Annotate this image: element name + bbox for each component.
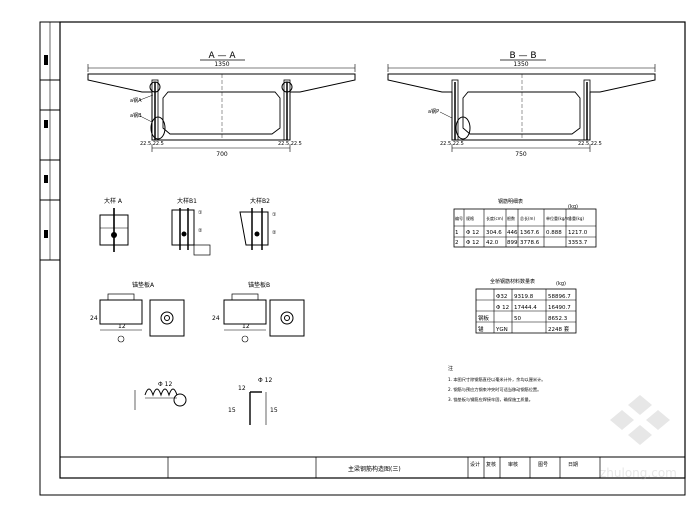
table1-cell: 1217.0 [568,230,588,236]
rebar-table-2: 全桥钢筋材料数量表 (kg) Φ32 9319.8 58896.7 Φ 12 17444… [475,278,577,334]
svg-text:①: ① [272,212,277,218]
svg-text:②: ② [198,228,203,234]
detail-b1-label: 大样B1 [177,197,197,205]
detail-b1: 大样B1 ① ② [171,197,211,256]
table2-cell: 锚 [478,325,484,333]
dim-b-top: 1350 [513,61,528,68]
svg-text:复核: 复核 [486,461,496,468]
table1-header-cell: 编号 [455,215,463,221]
rebar-table-1: 钢筋明细表 (kg) 编号规格 长度(cm)根数总长(m) 单位重(kg/m)总重(… [453,198,597,248]
table1-header-cell: 根数 [507,215,515,221]
table1-cell: 1367.6 [520,230,540,236]
tag-b1: a钢P [428,108,439,115]
tag-a1: a钢A [130,97,142,104]
svg-text:15: 15 [270,407,278,414]
table2-cell: 钢板 [478,314,490,322]
detail-a-label: 大样 A [104,197,123,205]
anchor-block-2: 锚垫板B 12 24 [212,281,305,343]
table2-title: 全桥钢筋材料数量表 [490,278,535,285]
section-a-title: A — A [208,51,236,61]
block1-dim-side: 24 [90,315,98,322]
detail-b2-label: 大样B2 [250,197,270,205]
table1-header-cell: 规格 [466,215,474,221]
svg-text:审核: 审核 [508,461,518,468]
table2-cell: Φ32 [496,294,507,300]
block1-label: 锚垫板A [132,281,155,289]
table1-header-cell: 总长(m) [520,215,535,221]
section-b-b: B — B 1350 a钢P 22.5 22.5 22.5 22.5 750 [387,51,656,158]
notes: 注 1. 本图尺寸除钢筋直径以毫米计外，余均以厘米计。 2. 钢筋与预应力钢束冲突… [448,365,545,403]
section-a-a: A — A 1350 a钢A a钢B 22.5 22.5 22.5 22.5 7… [87,51,356,158]
section-b-title: B — B [509,51,536,61]
svg-text:12: 12 [238,385,246,392]
table2-cell: 17444.4 [514,305,537,311]
title-block: 主梁钢筋构造图(三) 设计 复核 审核 图号 日期 [60,456,685,478]
left-title-strip [40,22,60,261]
table1-cell: 3778.6 [520,240,540,246]
table2-cell: YGN [495,327,508,333]
block2-dim-side: 24 [212,315,220,322]
table1-cell: 42.0 [486,240,499,246]
detail-b2: 大样B2 ① ② [239,197,277,250]
block2-dim: 12 [242,323,250,330]
note-item: 1. 本图尺寸除钢筋直径以毫米计外，余均以厘米计。 [448,376,545,383]
table1-header-cell: 单位重(kg/m) [546,215,572,221]
svg-text:日期: 日期 [568,462,578,468]
table1-cell: 0.888 [546,230,562,236]
table1-header-cell: 长度(cm) [486,215,504,221]
svg-text:15: 15 [228,407,236,414]
table2-cell: 8652.3 [548,316,568,322]
tag-a2: a钢B [130,112,142,119]
straight-rebar: 12 15 15 Φ 12 [228,377,278,425]
svg-text:①: ① [198,210,203,216]
drawing-title: 主梁钢筋构造图(三) [348,465,401,473]
table1-cell: 899 [507,240,518,246]
table2-cell: Φ 12 [496,305,509,311]
block2-label: 锚垫板B [248,281,270,289]
table1-cell: Φ 12 [466,240,479,246]
drawing-frame [59,21,686,479]
svg-text:Φ 12: Φ 12 [158,381,172,388]
dim-a-top: 1350 [214,61,229,68]
table2-cell: 50 [514,316,521,322]
table2-cell: 58896.7 [548,294,571,300]
watermark-logo: zhulong.com [600,395,677,480]
notes-head: 注 [448,365,453,372]
note-item: 3. 锚垫板与钢筋应焊接牢固，确保施工质量。 [448,396,533,403]
table1-cell: 1 [455,230,459,236]
table1-unit: (kg) [568,204,578,210]
svg-text:图号: 图号 [538,462,548,468]
table1-cell: 304.6 [486,230,502,236]
table2-unit: (kg) [556,281,566,287]
dim-a-bottom: 700 [216,151,228,158]
detail-a: 大样 A [99,197,129,252]
svg-text:设计: 设计 [470,461,480,468]
table1-title: 钢筋明细表 [498,198,523,205]
table1-cell: 3353.7 [568,240,588,246]
anchor-block-1: 锚垫板A 12 24 [90,281,185,343]
watermark-text: zhulong.com [600,466,677,480]
table2-cell: 9319.8 [514,294,534,300]
svg-text:②: ② [272,230,277,236]
table2-cell: 16490.7 [548,305,571,311]
note-item: 2. 钢筋与预应力钢束冲突时可适当移动钢筋位置。 [448,386,541,393]
dim-b-bottom: 750 [515,151,527,158]
table1-header-cell: 总重(kg) [568,215,584,221]
block1-dim: 12 [118,323,126,330]
table1-cell: 2 [455,240,459,246]
svg-text:Φ 12: Φ 12 [258,377,272,384]
table1-cell: 446 [507,230,518,236]
table1-cell: Φ 12 [466,230,479,236]
spiral-rebar: Φ 12 [134,381,187,410]
table2-cell: 2248 套 [548,325,570,333]
